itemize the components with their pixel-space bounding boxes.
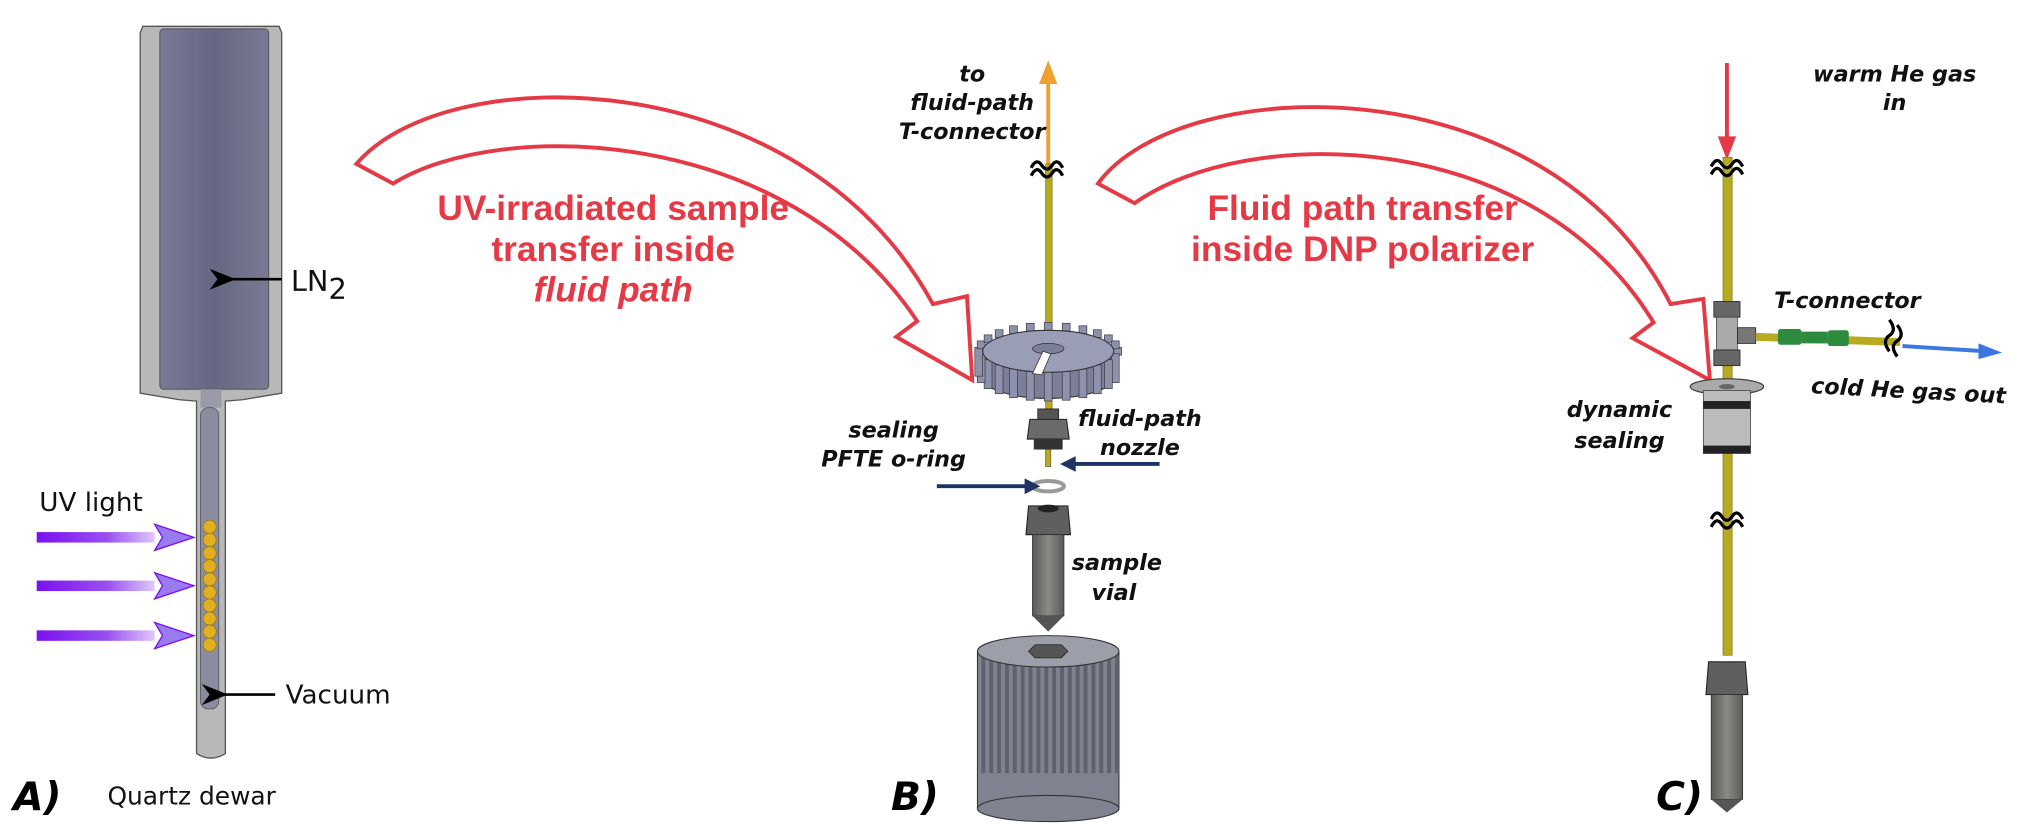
nozzle xyxy=(1026,408,1070,467)
sample-vial xyxy=(1705,661,1749,813)
transfer-2-caption: Fluid path transfer inside DNP polarizer xyxy=(1191,189,1534,269)
sample-bead xyxy=(202,598,217,613)
polarizer-assembly xyxy=(1689,63,2003,813)
sample-bead xyxy=(202,572,217,587)
out-arrow-icon xyxy=(1978,343,2003,360)
t-connector xyxy=(1713,301,1757,367)
label-line: sealing xyxy=(848,418,938,444)
caption-line: inside DNP polarizer xyxy=(1191,230,1534,269)
fluid-path-assembly xyxy=(974,60,1122,823)
caption-line: fluid path xyxy=(534,270,693,309)
panel-b-label: B) xyxy=(891,775,939,820)
caption-line: transfer inside xyxy=(491,230,735,269)
dynamic-sealing xyxy=(1689,378,1765,454)
label-line: fluid-path xyxy=(910,90,1034,116)
sample-bead xyxy=(202,585,217,600)
label-line: nozzle xyxy=(1100,435,1180,461)
dynamic-sealing-label: dynamic sealing xyxy=(1567,397,1672,454)
label-line: to xyxy=(959,61,985,87)
to-t-connector-label: to fluid-path T-connector xyxy=(899,61,1048,145)
sample-bead xyxy=(202,624,217,639)
nozzle-label: fluid-path nozzle xyxy=(1078,406,1202,461)
sample-beads xyxy=(202,519,217,652)
vacuum-label: Vacuum xyxy=(286,681,391,711)
sample-bead xyxy=(202,637,217,652)
uv-arrow xyxy=(36,523,196,552)
ln2-label: LN2 xyxy=(291,264,347,306)
vial-holder xyxy=(976,635,1120,823)
break-mark-icon xyxy=(1709,158,1745,178)
down-arrow-icon xyxy=(1717,136,1737,160)
uv-arrow xyxy=(36,621,196,650)
label-line: warm He gas xyxy=(1813,61,1976,87)
label-line: dynamic xyxy=(1567,397,1672,423)
caption-line: Fluid path transfer xyxy=(1207,189,1518,228)
quartz-dewar-caption: Quartz dewar xyxy=(107,782,276,811)
panel-c-label: C) xyxy=(1656,775,1703,820)
transfer-1-caption: UV-irradiated sample transfer inside flu… xyxy=(437,189,789,309)
sample-vial xyxy=(1025,504,1072,632)
label-line: sample xyxy=(1072,550,1162,576)
warm-gas-label: warm He gas in xyxy=(1813,61,1976,116)
uv-light-label: UV light xyxy=(39,488,142,518)
panel-a-label: A) xyxy=(10,775,61,820)
label-line: PFTE o-ring xyxy=(821,447,966,473)
transfer-arrow-2 xyxy=(1095,105,1713,384)
quartz-dewar xyxy=(139,25,283,759)
transfer-arrow-1 xyxy=(353,95,975,384)
cold-gas-outlet xyxy=(1755,318,2003,360)
sample-bead xyxy=(202,519,217,534)
label-line: vial xyxy=(1091,580,1136,606)
uv-light-arrows xyxy=(36,523,196,650)
label-line: T-connector xyxy=(899,119,1048,145)
break-mark-icon xyxy=(1709,511,1745,530)
gear xyxy=(974,322,1122,402)
ln2-reservoir xyxy=(159,28,270,390)
break-mark-icon xyxy=(1883,318,1903,358)
label-line: fluid-path xyxy=(1078,406,1202,432)
up-arrow-icon xyxy=(1039,60,1058,84)
caption-line: UV-irradiated sample xyxy=(437,189,789,228)
t-connector-label: T-connector xyxy=(1774,288,1923,314)
sample-vial-label: sample vial xyxy=(1072,550,1162,606)
navy-pointers xyxy=(936,456,1160,495)
uv-arrow xyxy=(36,571,196,601)
sample-bead xyxy=(202,611,217,626)
sample-bead xyxy=(202,546,217,560)
sample-bead xyxy=(202,532,217,547)
sealing-o-ring-label: sealing PFTE o-ring xyxy=(821,418,966,473)
cold-gas-out-label: cold He gas out xyxy=(1810,373,2008,409)
label-line: sealing xyxy=(1574,428,1664,454)
sample-bead xyxy=(202,559,217,574)
label-line: in xyxy=(1883,90,1906,116)
break-mark-icon xyxy=(1029,160,1065,179)
